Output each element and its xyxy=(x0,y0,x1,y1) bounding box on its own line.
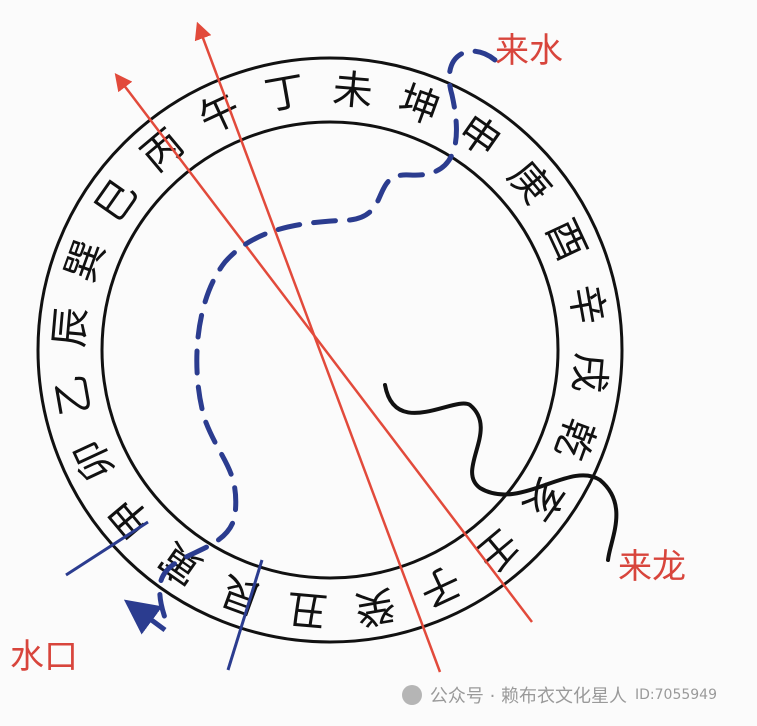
ring-char: 丑 xyxy=(285,584,329,633)
dragon-line xyxy=(383,383,619,562)
ring-characters: 艮寅甲卯乙辰巽巳丙午丁未坤申庚酉辛戌乾亥壬子癸丑 xyxy=(46,66,613,633)
label-water-out: 水口 xyxy=(10,637,78,677)
ring-char: 丙 xyxy=(133,120,193,181)
ring-char: 未 xyxy=(331,66,375,115)
ring-char: 辰 xyxy=(46,305,95,349)
ring-char: 乾 xyxy=(546,412,603,465)
water-outlet-arrow xyxy=(123,599,167,635)
ring-char: 戌 xyxy=(564,351,613,395)
ring-char: 卯 xyxy=(65,432,124,488)
label-dragon: 来龙 xyxy=(618,547,686,587)
label-water-in: 来水 xyxy=(495,31,563,71)
ring-char: 艮 xyxy=(214,566,267,623)
ring-char: 癸 xyxy=(351,580,398,632)
water-path xyxy=(157,48,498,631)
ring-char: 巽 xyxy=(57,234,114,287)
sector-line-left xyxy=(65,520,149,577)
outer-ring xyxy=(36,56,624,644)
ring-char: 酉 xyxy=(536,212,595,268)
watermark: 公众号 · 赖布衣文化星人 ID:7055949 xyxy=(401,682,717,708)
ring-char: 巳 xyxy=(87,171,148,230)
ring-char: 庚 xyxy=(499,153,560,213)
ring-char: 辛 xyxy=(560,281,612,328)
watermark-text: 公众号 · 赖布衣文化星人 xyxy=(429,686,628,707)
wechat-icon xyxy=(401,685,422,705)
ring-char: 乙 xyxy=(48,371,100,418)
red-axis-line-1 xyxy=(194,21,442,673)
ring-char: 甲 xyxy=(100,487,161,547)
sector-line-right xyxy=(226,559,264,671)
ring-char: 坤 xyxy=(392,77,445,134)
ring-char: 子 xyxy=(412,556,468,615)
ring-char: 丁 xyxy=(261,68,308,120)
red-axis-line-2 xyxy=(114,73,533,623)
ring-char: 寅 xyxy=(151,533,210,594)
watermark-id: ID:7055949 xyxy=(635,687,717,703)
inner-ring xyxy=(100,120,560,580)
